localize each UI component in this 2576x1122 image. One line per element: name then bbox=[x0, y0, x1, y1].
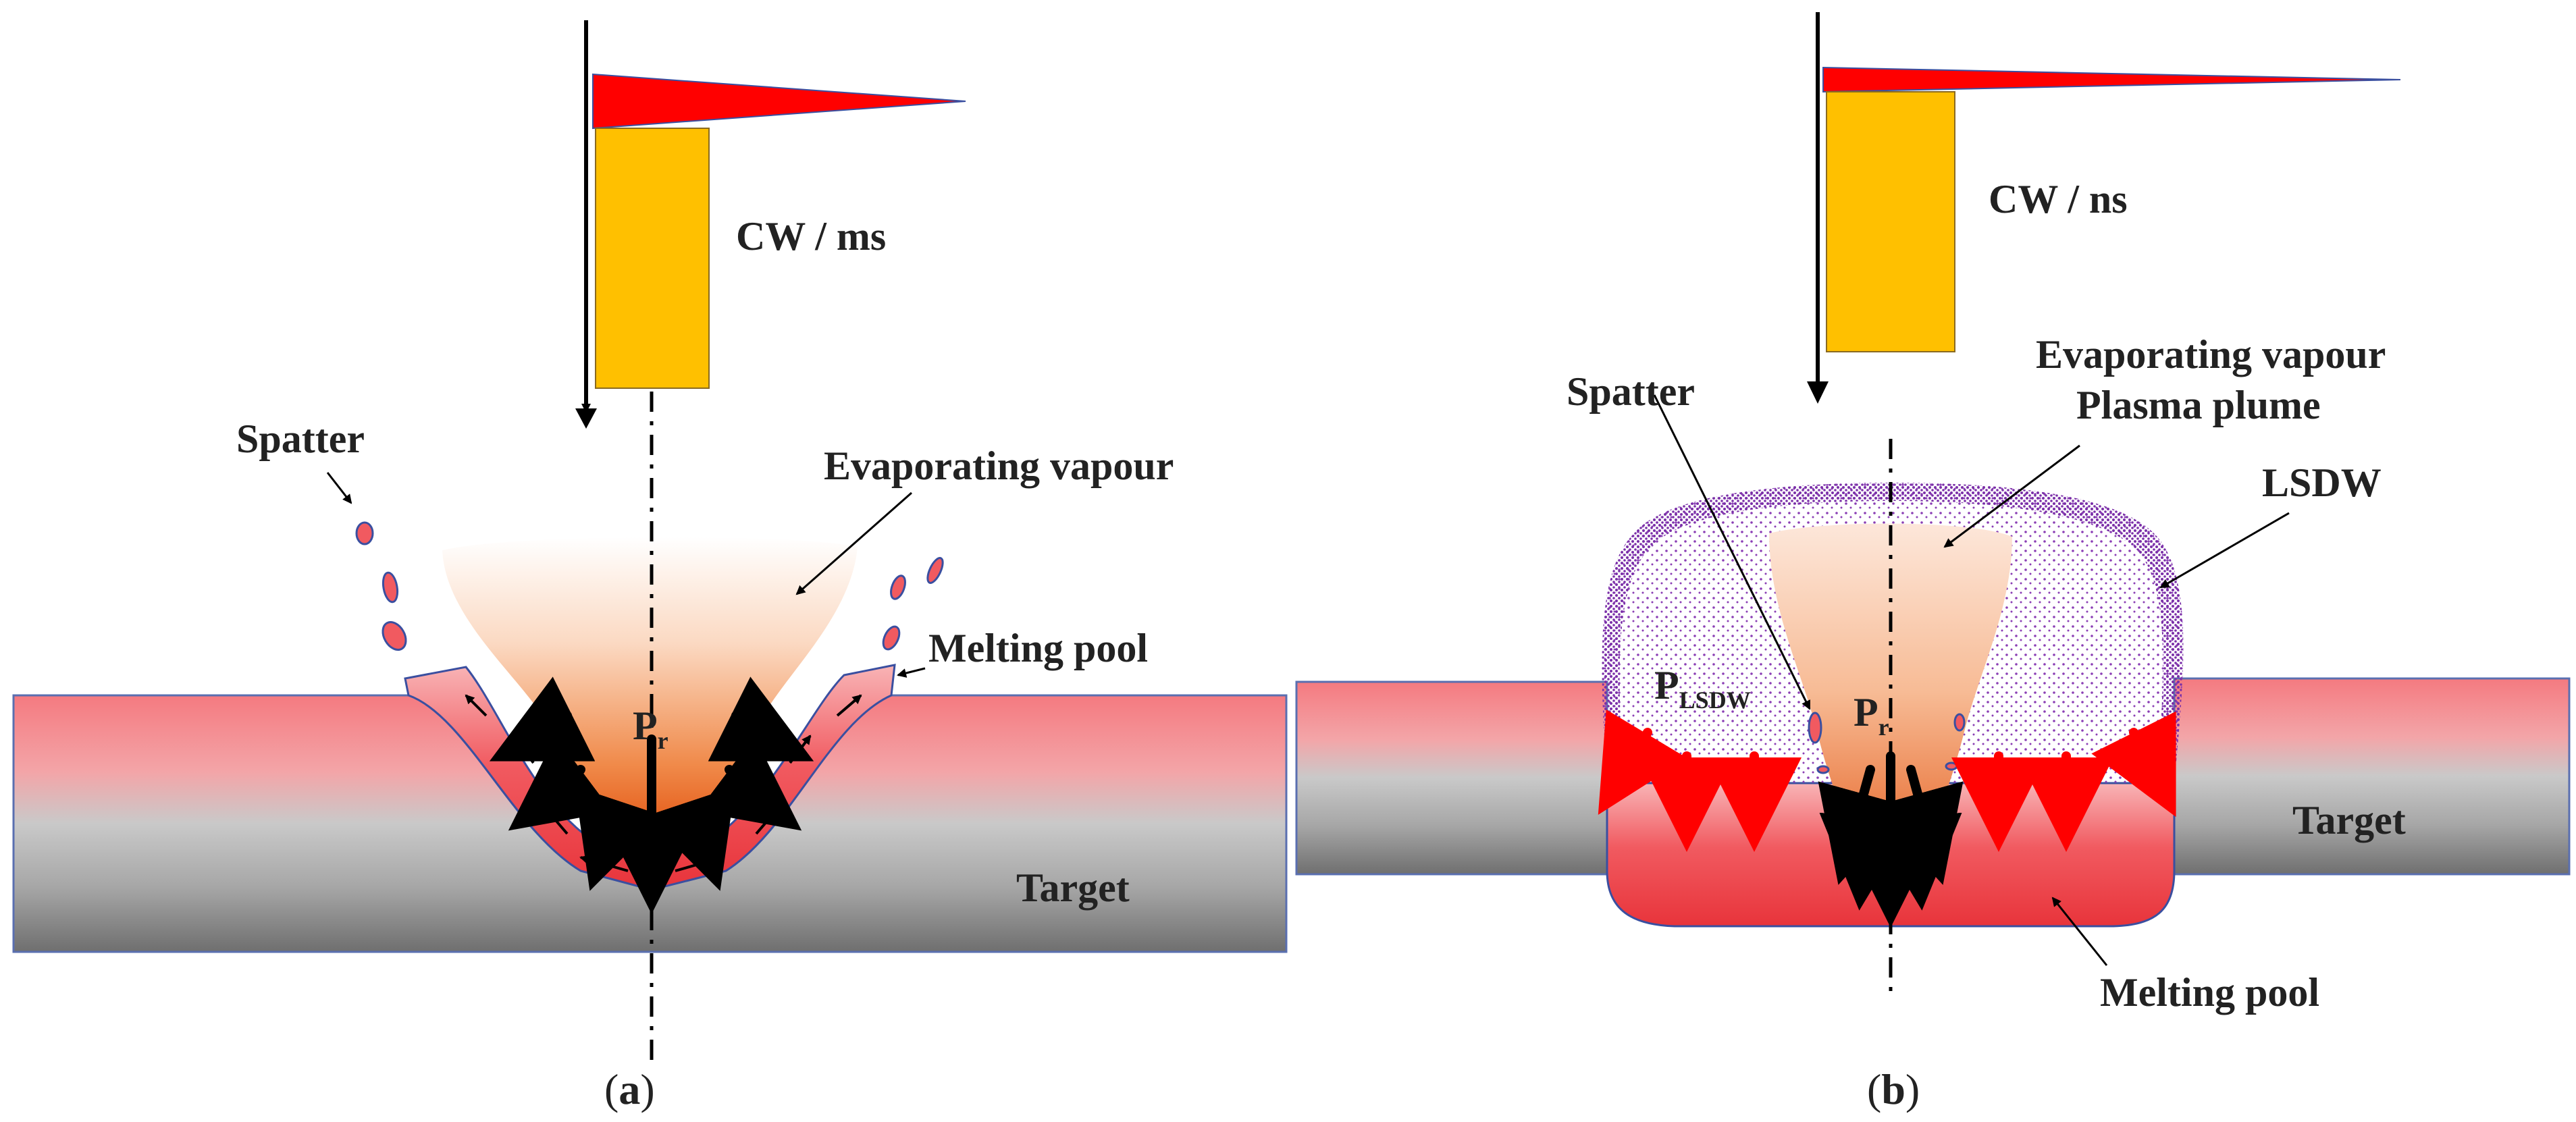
pulse-body-b bbox=[1826, 91, 1955, 352]
leader-pool-a bbox=[897, 667, 926, 678]
lsdw-label-b: LSDW bbox=[2262, 460, 2382, 505]
pressure-arrows-b bbox=[1818, 751, 1964, 928]
pulse-label-a: CW / ms bbox=[736, 214, 886, 259]
pressure-lsdw-label-b: PLSDW bbox=[1654, 663, 1751, 714]
lsdw-pressure-arrows-b bbox=[1598, 709, 2176, 852]
leader-vapour-b bbox=[1943, 444, 2080, 548]
leader-spatter-a bbox=[326, 472, 352, 504]
flow-arrows-a bbox=[489, 676, 814, 914]
panel-a: CW / ms Evaporating vapour Spatter Melti… bbox=[12, 20, 1288, 1113]
spatter-label-b: Spatter bbox=[1567, 369, 1695, 414]
spatter-label-a: Spatter bbox=[236, 417, 365, 461]
caption-a: (a) bbox=[604, 1065, 655, 1113]
pulse-label-b: CW / ns bbox=[1989, 177, 2128, 221]
leader-lsdw-b bbox=[2159, 512, 2290, 589]
pulse-peak-b bbox=[1822, 66, 2401, 93]
target-label-b: Target bbox=[2292, 798, 2406, 843]
leader-pool-b bbox=[2051, 897, 2108, 966]
leader-spatter-b bbox=[1653, 394, 1811, 710]
target-plate-right-b bbox=[2173, 677, 2571, 876]
spatter-droplets-a bbox=[355, 521, 944, 651]
caption-b: (b) bbox=[1867, 1065, 1920, 1113]
pressure-label-b: Pr bbox=[1854, 690, 1889, 741]
target-plate-left-b bbox=[1295, 680, 1608, 876]
evaporating-label-b: Evaporating vapour bbox=[2036, 332, 2386, 377]
pool-flow-arrows-a bbox=[465, 694, 862, 872]
panel-b: CW / ns Evaporating vapour Plasma plume … bbox=[1295, 12, 2571, 1113]
leader-vapour-a bbox=[795, 491, 912, 595]
pulse-body-a bbox=[595, 128, 710, 389]
plasma-label-b: Plasma plume bbox=[2076, 383, 2321, 427]
vapour-plume-a bbox=[442, 537, 858, 840]
target-label-a: Target bbox=[1016, 865, 1130, 910]
melting-pool-label-a: Melting pool bbox=[928, 626, 1148, 670]
evaporating-label-a: Evaporating vapour bbox=[824, 444, 1174, 488]
spatter-droplets-b bbox=[1808, 712, 1966, 774]
pulse-peak-a bbox=[592, 73, 966, 130]
melting-pool-label-b: Melting pool bbox=[2100, 970, 2319, 1015]
pressure-label-a: Pr bbox=[633, 703, 668, 754]
